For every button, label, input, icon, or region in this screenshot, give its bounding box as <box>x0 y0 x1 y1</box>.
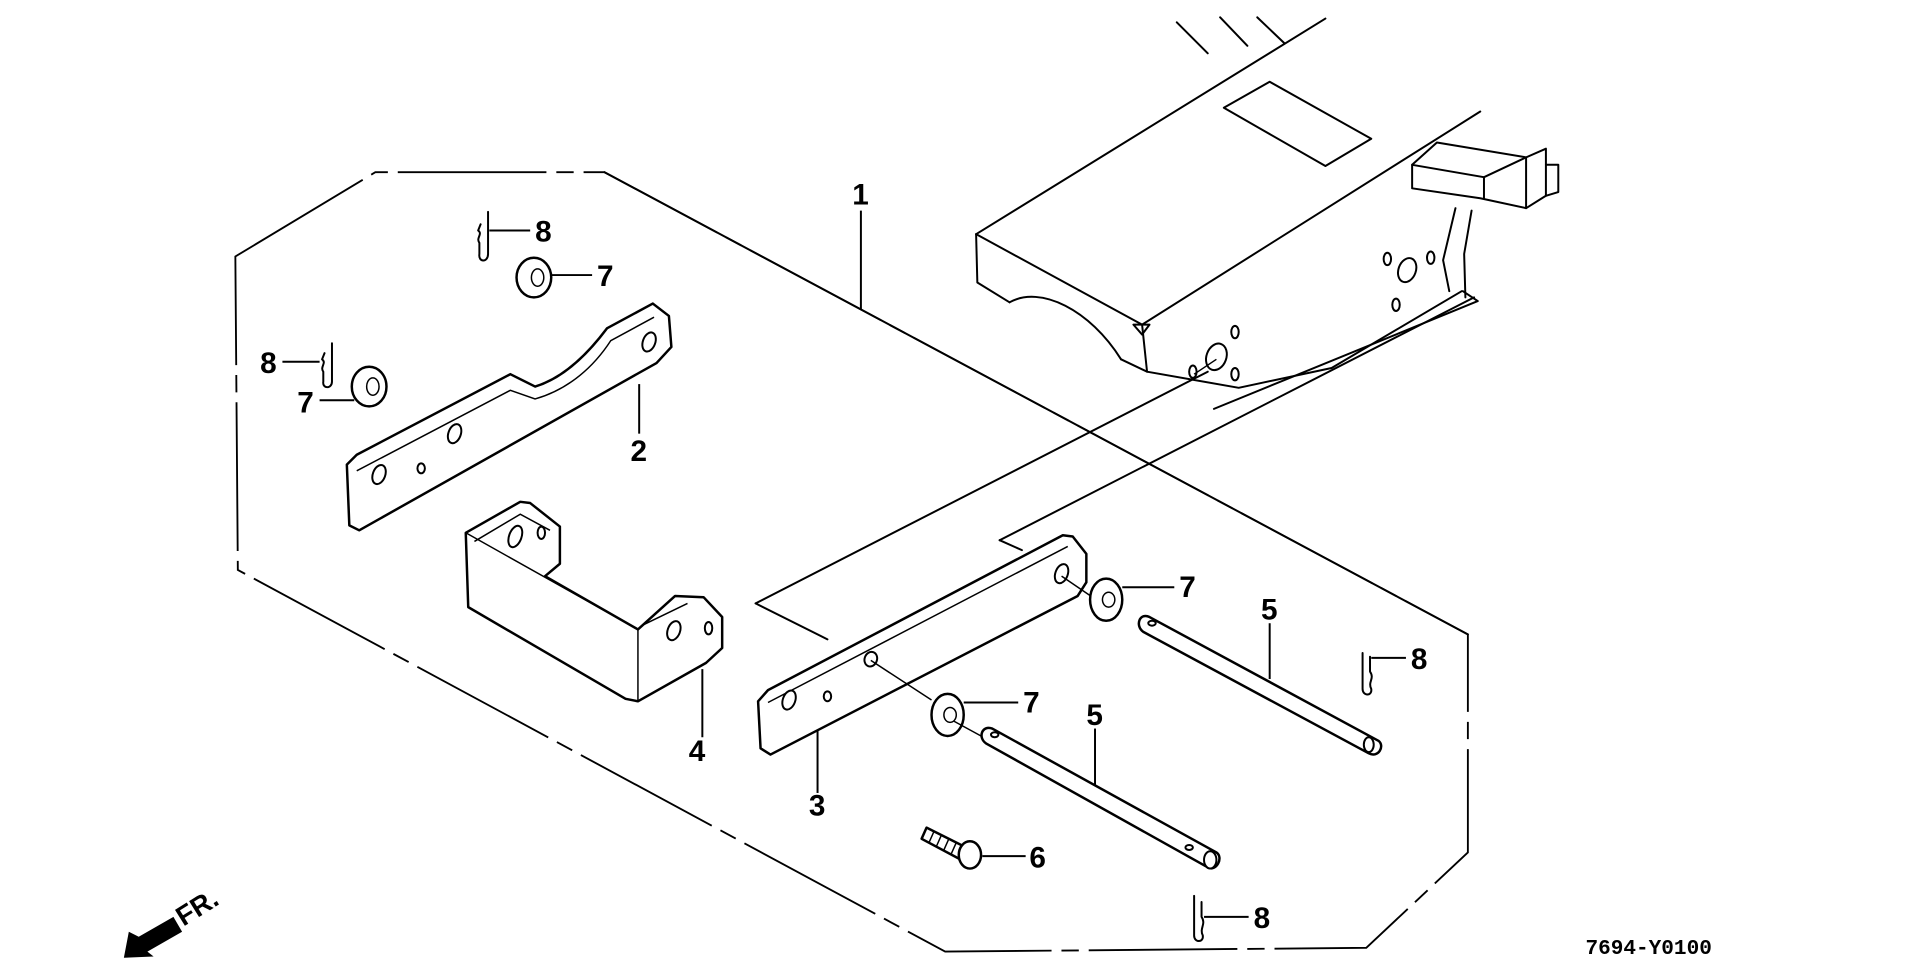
part-2-bracket-plate <box>345 302 673 532</box>
front-direction-indicator: FR. <box>123 882 224 958</box>
assembly-boundary <box>234 171 1469 953</box>
clip-8-bottom <box>1193 894 1205 943</box>
callout-7-lower: 7 <box>1023 686 1040 719</box>
callout-1: 1 <box>852 178 869 211</box>
callout-7-left: 7 <box>297 387 314 420</box>
pin-5-upper <box>1137 614 1383 756</box>
machine-body <box>975 16 1560 410</box>
clip-8-top <box>477 210 490 262</box>
clip-8-left <box>321 342 333 389</box>
pin-5-lower <box>980 726 1221 870</box>
washer-7-top <box>515 256 553 299</box>
callout-8-bottom: 8 <box>1254 902 1271 935</box>
front-label: FR. <box>170 882 224 932</box>
callout-2: 2 <box>631 435 648 468</box>
washer-7-lower <box>930 692 982 738</box>
part-3-bracket-plate <box>756 534 1093 756</box>
callout-8-right: 8 <box>1411 643 1428 676</box>
drawing-code: 7694-Y0100 <box>1586 937 1712 959</box>
callout-5-upper: 5 <box>1261 594 1278 627</box>
callout-4: 4 <box>689 735 706 768</box>
washer-7-left <box>350 365 388 408</box>
leader-lines <box>282 210 1406 918</box>
callout-5-lower: 5 <box>1086 699 1103 732</box>
callout-8-top: 8 <box>535 216 552 249</box>
callout-7-top: 7 <box>597 260 614 293</box>
callout-8-left: 8 <box>260 347 277 380</box>
washer-7-right <box>1088 577 1124 622</box>
front-arrow-icon <box>123 916 183 958</box>
mounting-plate-lines <box>603 171 1476 641</box>
callout-3: 3 <box>809 789 826 822</box>
callout-6: 6 <box>1029 841 1046 874</box>
bolt-6 <box>920 826 983 870</box>
part-4-u-bracket <box>464 500 724 703</box>
clip-8-right <box>1361 651 1373 696</box>
callout-7-right: 7 <box>1179 571 1196 604</box>
